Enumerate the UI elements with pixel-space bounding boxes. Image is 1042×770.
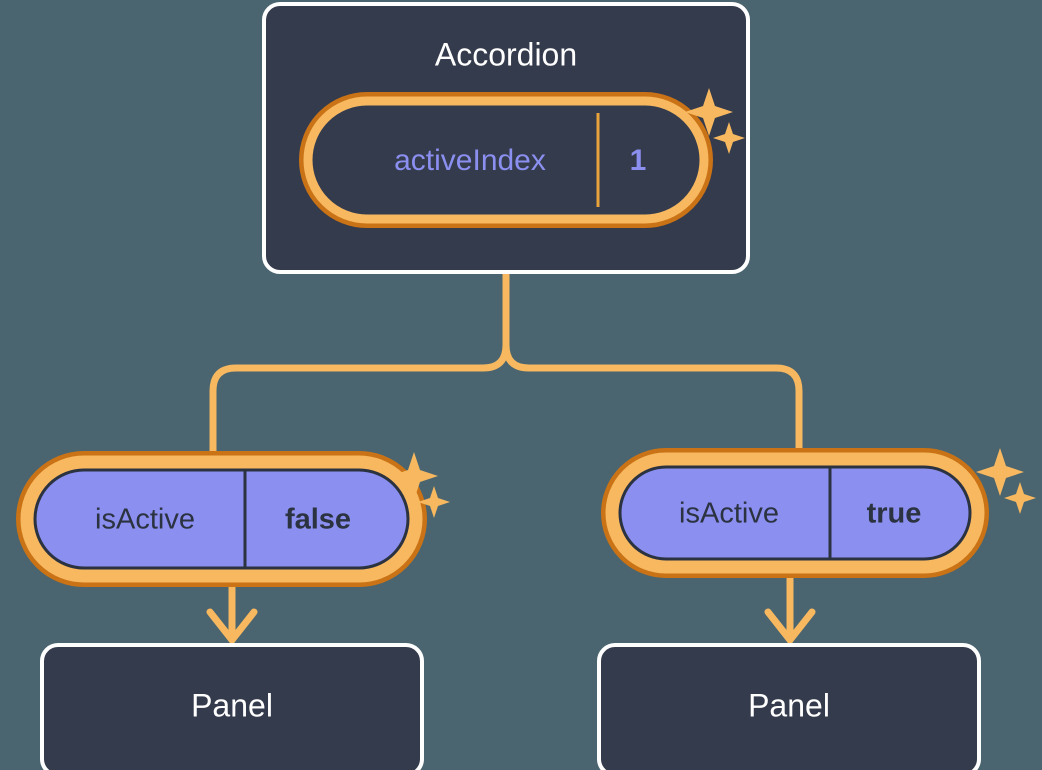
sparkle-icon [976, 448, 1024, 496]
pill-key-label: isActive [679, 498, 779, 530]
sparkle-icon [685, 88, 733, 136]
arrow-down-icon-left [206, 608, 258, 644]
panel-card-body [40, 643, 424, 770]
connector-root-to-left [209, 268, 510, 474]
node-accordion[interactable]: Accordion activeIndex 1 [262, 2, 750, 274]
pill-value-label: false [285, 504, 351, 536]
accordion-title: Accordion [435, 36, 577, 72]
sparkle-group-left [390, 452, 450, 518]
node-panel-left[interactable]: Panel [40, 643, 424, 770]
panel-card-body [597, 643, 981, 770]
panel-title: Panel [748, 687, 830, 723]
state-pill-isactive-false[interactable]: isActive false [16, 451, 427, 587]
state-pill-activeindex[interactable]: activeIndex 1 [299, 92, 713, 228]
pill-value-label: true [867, 498, 922, 530]
sparkle-small-icon [418, 486, 450, 518]
pill-value-label: 1 [630, 144, 647, 177]
sparkle-icon [390, 452, 438, 500]
panel-title: Panel [191, 687, 273, 723]
node-panel-right[interactable]: Panel [597, 643, 981, 770]
pill-ring-inner [303, 96, 709, 224]
pill-key-label: activeIndex [394, 144, 546, 177]
sparkle-group-right [976, 448, 1036, 514]
sparkle-small-icon [713, 122, 745, 154]
arrow-down-icon-right [764, 608, 816, 644]
pill-key-label: isActive [95, 504, 195, 536]
connector-root-to-right [502, 268, 803, 474]
sparkle-small-icon [1004, 482, 1036, 514]
pill-body [618, 465, 972, 561]
sparkle-group-root [685, 88, 745, 154]
pill-body [33, 468, 410, 570]
state-pill-isactive-true[interactable]: isActive true [601, 448, 989, 578]
